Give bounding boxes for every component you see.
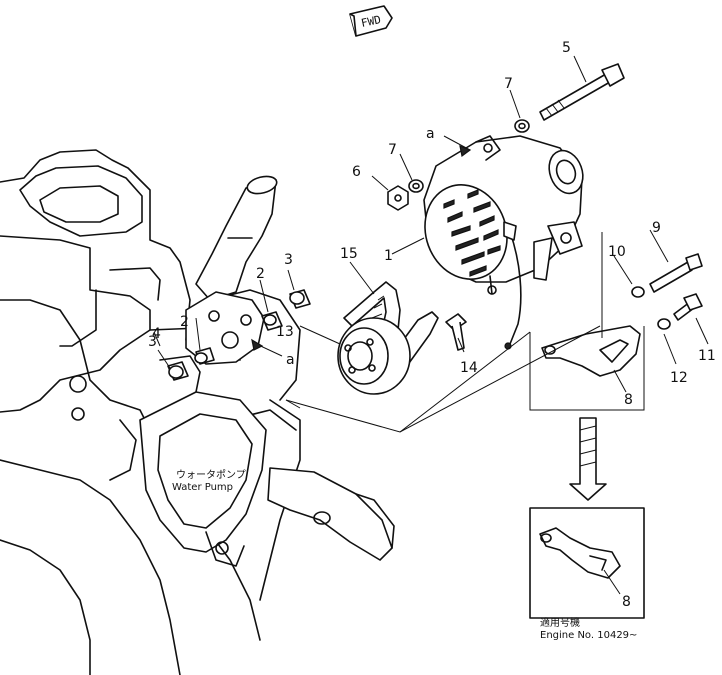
water-pump: ウォータポンプ Water Pump: [139, 391, 395, 567]
thermostat-housing: [185, 175, 278, 365]
callout-7-upper: 7: [504, 76, 513, 92]
washer-part-7-upper: [514, 119, 530, 133]
serial-note: 適用号機 Engine No. 10429~: [540, 616, 637, 641]
serial-note-en: Engine No. 10429~: [540, 630, 637, 641]
callout-15: 15: [340, 246, 358, 262]
bolt-part-9: [649, 253, 703, 293]
callout-8-lower: 8: [622, 594, 631, 610]
washer-part-7-lower: [408, 179, 424, 193]
callout-5: 5: [562, 40, 571, 56]
nut-part-6: [387, 185, 409, 211]
reference-a-top: a: [426, 126, 435, 142]
adjust-bracket-part-8-upper: [541, 325, 641, 377]
callout-3-lower: 3: [148, 334, 157, 350]
water-pump-label-jp: ウォータポンプ: [176, 469, 246, 481]
callout-9: 9: [652, 220, 661, 236]
alternator-part-1: [423, 135, 584, 350]
washer-part-10: [631, 286, 645, 298]
collar-part-3-upper: [289, 289, 311, 309]
callout-1: 1: [384, 248, 393, 264]
reference-a-middle: a: [286, 352, 295, 368]
callout-8-upper: 8: [624, 392, 633, 408]
washer-part-12: [657, 318, 671, 330]
assembly-guide-lines: [285, 232, 645, 433]
reference-arrows: [251, 145, 472, 351]
callout-11: 11: [698, 348, 716, 364]
collar-part-3-lower: [167, 361, 189, 381]
bolt-part-5: [539, 63, 625, 121]
serial-note-jp: 適用号機: [540, 616, 580, 629]
pulley-part-13: [337, 317, 411, 395]
callout-13: 13: [276, 324, 294, 340]
callout-6: 6: [352, 164, 361, 180]
bolt-part-11: [673, 293, 703, 321]
fwd-direction-marker: FWD: [349, 5, 393, 37]
callout-7-lower: 7: [388, 142, 397, 158]
bolt-part-14: [445, 313, 467, 351]
bushing-part-2-lower: [194, 347, 215, 365]
leader-lines: [153, 55, 709, 595]
bushing-part-2-upper: [261, 311, 283, 331]
water-pump-label-en: Water Pump: [172, 482, 233, 493]
callout-2-lower: 2: [180, 314, 189, 330]
callout-4: 4: [152, 326, 161, 342]
callout-14: 14: [460, 360, 478, 376]
revision-inset-box: [529, 507, 645, 619]
callout-2-upper: 2: [256, 266, 265, 282]
fwd-label: FWD: [360, 13, 382, 30]
callout-labels: 1 2 2 3 3 4 5 6 7 7 8 8 9 10 11 12 13 14…: [148, 40, 716, 610]
callout-12: 12: [670, 370, 688, 386]
callout-10: 10: [608, 244, 626, 260]
revision-arrow: [569, 417, 607, 501]
callout-3-upper: 3: [284, 252, 293, 268]
